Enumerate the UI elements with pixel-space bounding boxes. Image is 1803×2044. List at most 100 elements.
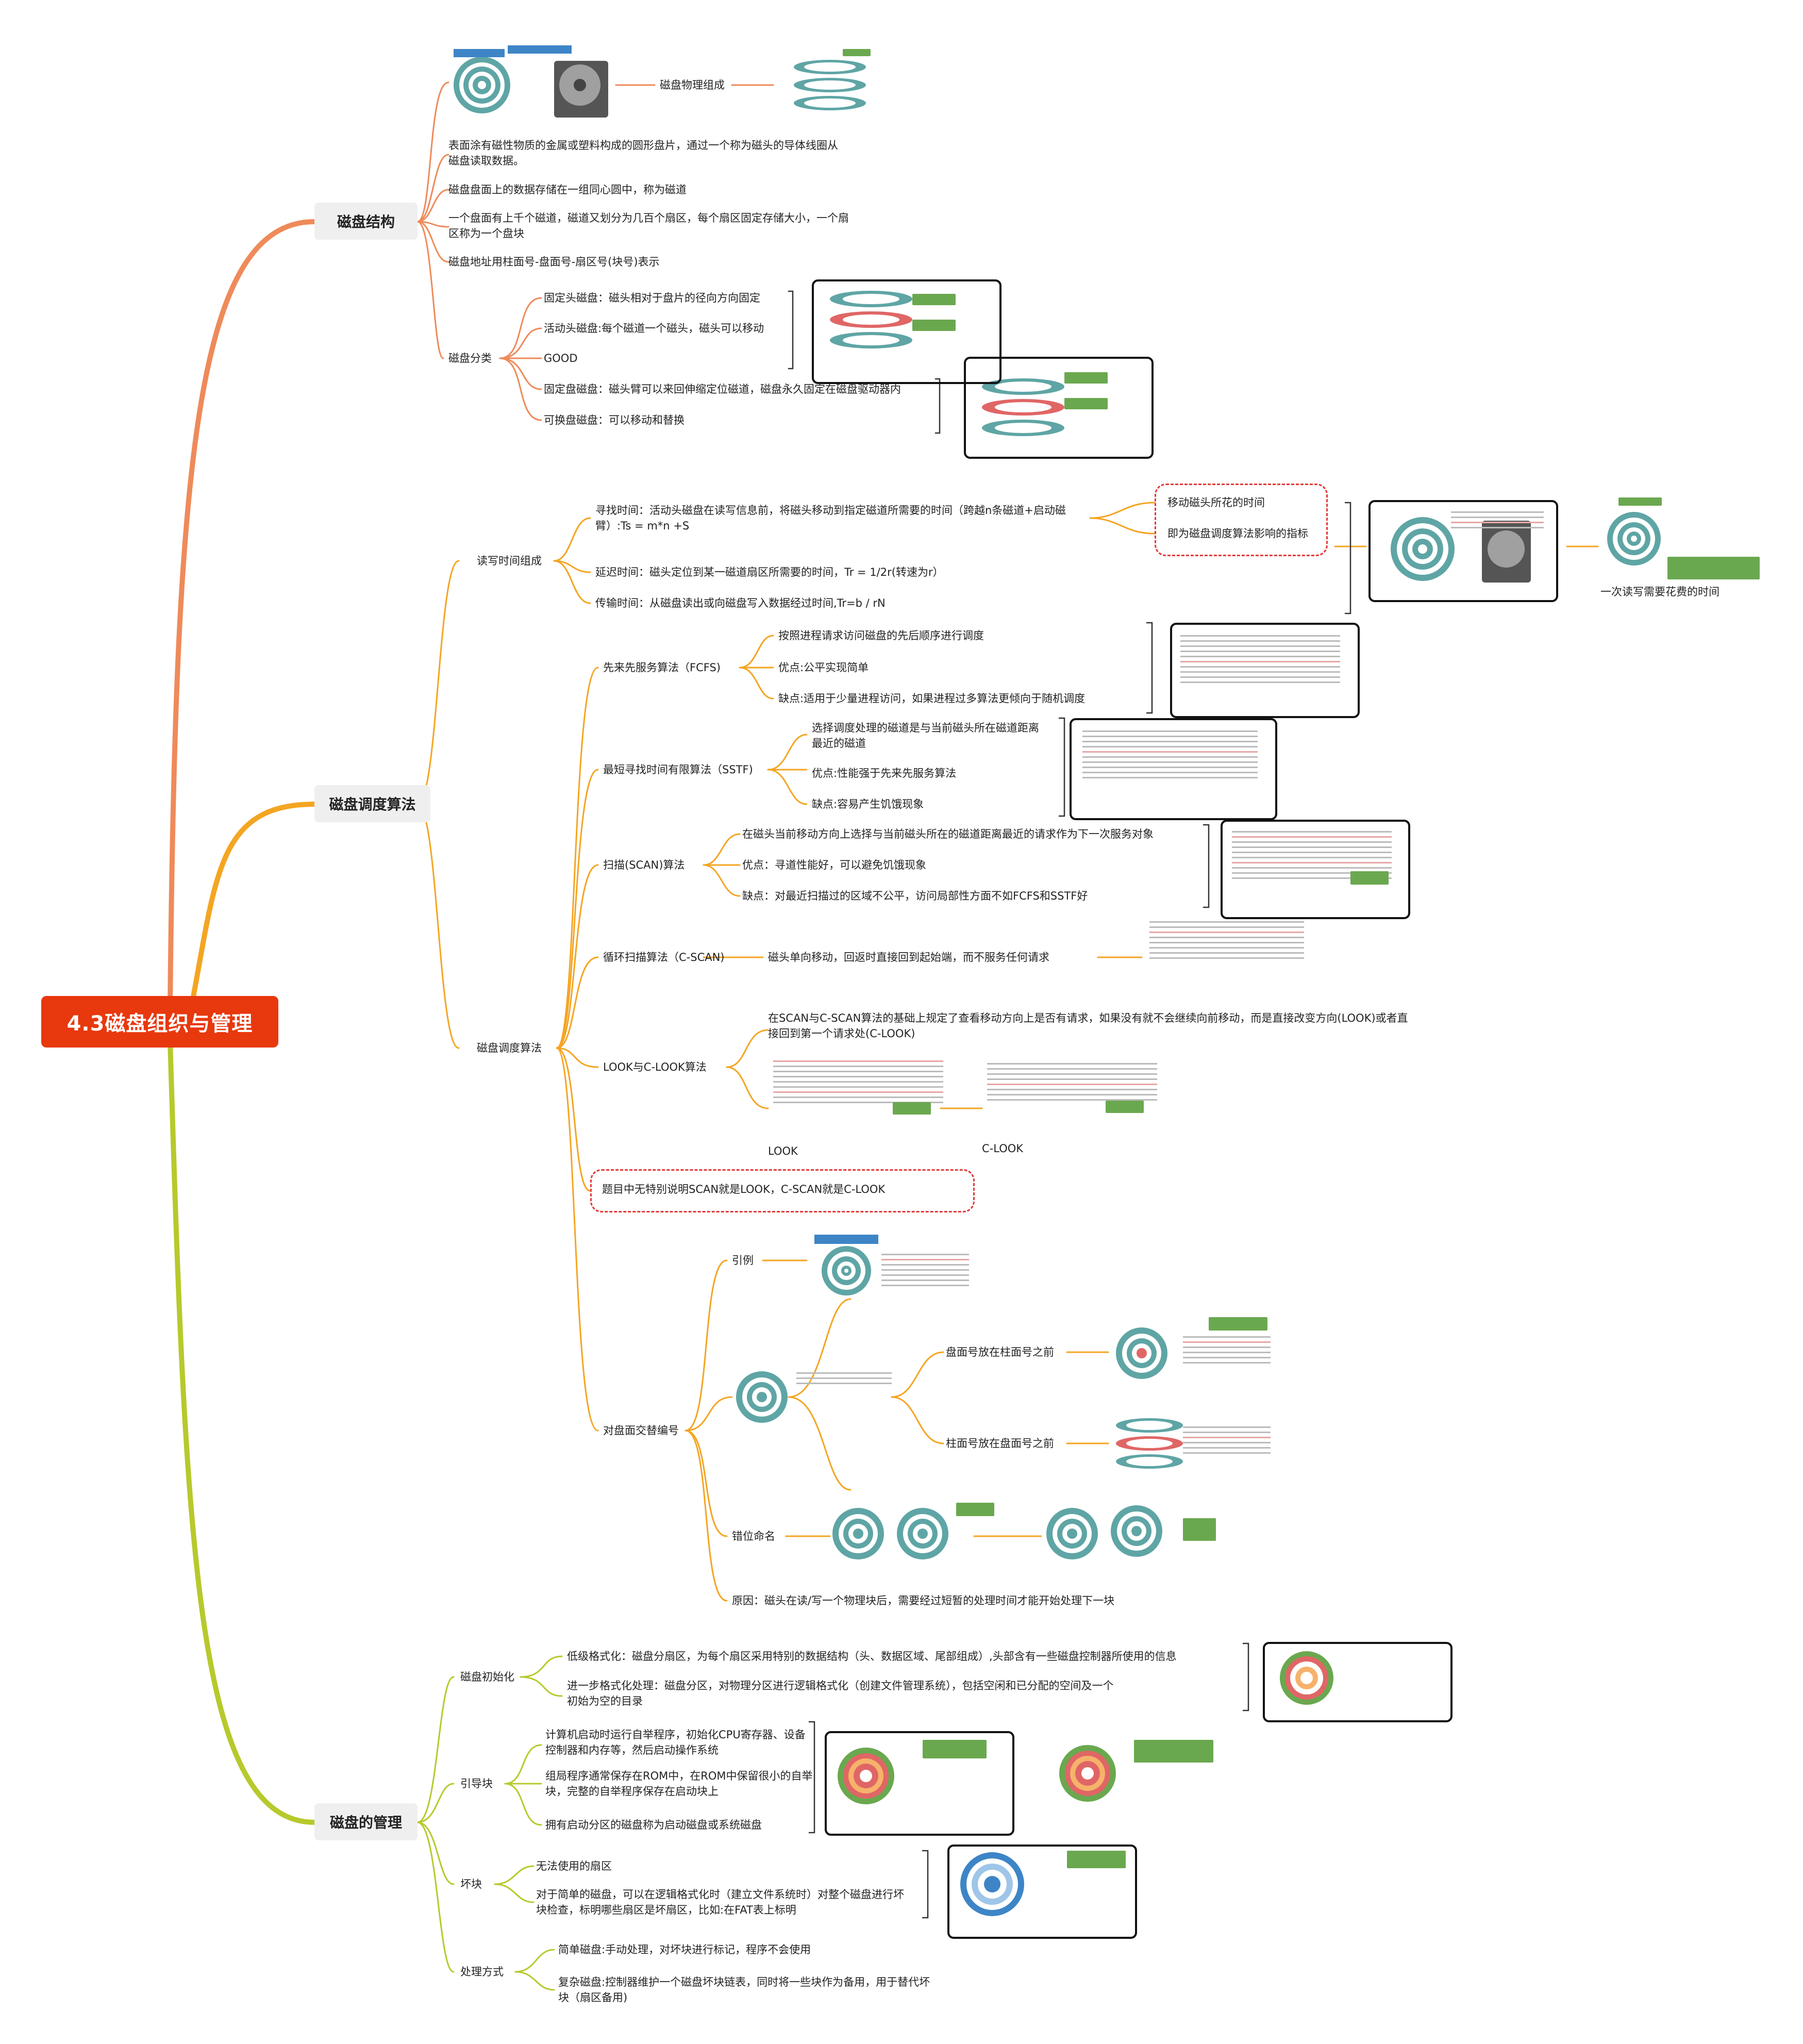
surface-desc[interactable]: 表面涂有磁性物质的金属或塑料构成的圆形盘片，通过一个称为磁头的导体线圈从磁盘读取… (448, 139, 838, 167)
fcfs-item[interactable]: 优点:公平实现简单 (778, 661, 869, 674)
numbering-example[interactable]: 引例 (732, 1254, 754, 1267)
image-box-classify-2 (964, 357, 1154, 459)
image-box-bad (947, 1844, 1137, 1939)
note-chip (912, 294, 956, 305)
platter-text (1183, 1333, 1271, 1367)
note-chip (1064, 372, 1108, 384)
note-chip (1183, 1518, 1216, 1541)
c-scan-desc[interactable]: 磁头单向移动，回返时直接回到起始端，而不服务任何请求 (768, 951, 1049, 963)
scan-look-note[interactable]: 题目中无特别说明SCAN就是LOOK，C-SCAN就是C-LOOK (602, 1183, 886, 1195)
look-c-look[interactable]: LOOK与C-LOOK算法 (603, 1061, 707, 1073)
image-box-fcfs (1170, 623, 1360, 718)
disk-init[interactable]: 磁盘初始化 (460, 1671, 514, 1683)
cylinder-first[interactable]: 柱面号放在盘面号之前 (946, 1437, 1054, 1450)
fcfs-item[interactable]: 按照进程请求访问磁盘的先后顺序进行调度 (778, 629, 984, 642)
note-chip (893, 1102, 931, 1115)
boot-item[interactable]: 组局程序通常保存在ROM中，在ROM中保留很小的自举块，完整的自举程序保存在启动… (545, 1770, 813, 1798)
note-chip (1667, 557, 1760, 579)
note-chip (1064, 398, 1108, 409)
sstf-item[interactable]: 缺点:容易产生饥饿现象 (812, 798, 924, 810)
bad-block[interactable]: 坏块 (460, 1878, 482, 1890)
sector-desc[interactable]: 一个盘面有上千个磁道，磁道又划分为几百个扇区，每个扇区固定存储大小，一个扇区称为… (448, 212, 849, 240)
fcfs[interactable]: 先来先服务算法（FCFS) (603, 661, 721, 674)
topic-disk-structure[interactable]: 磁盘结构 (314, 203, 418, 240)
note-chip (843, 49, 871, 56)
note-chip (912, 320, 956, 331)
classify-item[interactable]: 活动头磁盘:每个磁道一个磁头，磁头可以移动 (544, 322, 764, 335)
alternate-numbering[interactable]: 对盘面交替编号 (603, 1424, 679, 1437)
look-desc[interactable]: 在SCAN与C-SCAN算法的基础上规定了查看移动方向上是否有请求，如果没有就不… (768, 1012, 1408, 1040)
low-level-format[interactable]: 低级格式化：磁盘分扇区，为每个扇区采用特别的数据结构（头、数据区域、尾部组成）,… (567, 1650, 1177, 1663)
note-chip (956, 1503, 994, 1516)
image-box-init (1263, 1642, 1453, 1722)
seek-time[interactable]: 寻找时间：活动头磁盘在读写信息前，将磁头移动到指定磁道所需要的时间（跨越n条磁道… (595, 504, 1066, 532)
high-level-format[interactable]: 进一步格式化处理：磁盘分区，对物理分区进行逻辑格式化（创建文件管理系统），包括空… (567, 1680, 1114, 1707)
delay-time[interactable]: 延迟时间：磁头定位到某一磁道扇区所需要的时间，Tr = 1/2r(转速为r） (595, 566, 944, 578)
sstf-item[interactable]: 优点:性能强于先来先服务算法 (812, 767, 957, 779)
cylinder-text (1183, 1423, 1271, 1457)
classify-item[interactable]: 固定盘磁盘：磁头臂可以来回伸缩定位磁道，磁盘永久固定在磁盘驱动器内 (544, 383, 901, 395)
rw-time[interactable]: 读写时间组成 (477, 555, 542, 567)
root-topic[interactable]: 4.3磁盘组织与管理 (41, 996, 278, 1048)
boot-item[interactable]: 拥有启动分区的磁盘称为启动磁盘或系统磁盘 (545, 1819, 762, 1831)
note-chip (1067, 1851, 1126, 1868)
bad-item[interactable]: 无法使用的扇区 (536, 1860, 612, 1872)
note-chip (1209, 1317, 1267, 1331)
c-scan[interactable]: 循环扫描算法（C-SCAN) (603, 951, 725, 963)
disk-classify[interactable]: 磁盘分类 (448, 352, 492, 364)
scan-item[interactable]: 优点：寻道性能好，可以避免饥饿现象 (742, 859, 926, 871)
scan-look-note-box (590, 1169, 975, 1212)
address-desc[interactable]: 磁盘地址用柱面号-盘面号-扇区号(块号)表示 (448, 256, 660, 268)
seek-note[interactable]: 移动磁头所花的时间 (1167, 496, 1265, 509)
seek-note[interactable]: 即为磁盘调度算法影响的指标 (1167, 527, 1308, 540)
image-box-rw-time (1368, 500, 1558, 602)
boot-block[interactable]: 引导块 (460, 1777, 493, 1790)
scheduling-algorithms[interactable]: 磁盘调度算法 (477, 1042, 542, 1054)
disk-illustrations (454, 57, 1661, 1916)
look-text (773, 1057, 943, 1107)
scan-item[interactable]: 在磁头当前移动方向上选择与当前磁头所在的磁道距离最近的请求作为下一次服务对象 (742, 828, 1154, 840)
bad-item[interactable]: 对于简单的磁盘，可以在逻辑格式化时（建立文件系统时）对整个磁盘进行坏块检查，标明… (536, 1888, 904, 1916)
one-read-time[interactable]: 一次读写需要花费的时间 (1600, 586, 1719, 598)
sstf[interactable]: 最短寻找时间有限算法（SSTF) (603, 763, 753, 776)
note-chip (1106, 1101, 1144, 1113)
note-chip (1618, 497, 1662, 506)
rw-time-text (1451, 508, 1544, 532)
numbering-text (796, 1369, 892, 1388)
sstf-item[interactable]: 选择调度处理的磁道是与当前磁头所在磁道距离最近的磁道 (812, 722, 1039, 750)
scan-item[interactable]: 缺点：对最近扫描过的区域不公平，访问局部性方面不如FCFS和SSTF好 (742, 890, 1088, 902)
cscan-text (1149, 918, 1304, 962)
transfer-time[interactable]: 传输时间：从磁盘读出或向磁盘写入数据经过时间,Tr=b / rN (595, 597, 886, 609)
clook-text (987, 1059, 1157, 1104)
classify-item[interactable]: 固定头磁盘：磁头相对于盘片的径向方向固定 (544, 292, 760, 304)
numbering-reason[interactable]: 原因：磁头在读/写一个物理块后，需要经过短暂的处理时间才能开始处理下一块 (732, 1594, 1115, 1607)
topic-disk-scheduling[interactable]: 磁盘调度算法 (314, 785, 430, 822)
boot-item[interactable]: 计算机启动时运行自举程序，初始化CPU寄存器、设备控制器和内存等，然后启动操作系… (545, 1729, 806, 1756)
physical-composition[interactable]: 磁盘物理组成 (660, 79, 725, 91)
topic-disk-management[interactable]: 磁盘的管理 (314, 1803, 418, 1840)
handling[interactable]: 处理方式 (460, 1966, 504, 1978)
label-chip (508, 45, 572, 54)
look-caption: LOOK (768, 1145, 798, 1157)
c-look-caption: C-LOOK (982, 1142, 1024, 1155)
platter-first[interactable]: 盘面号放在柱面号之前 (946, 1346, 1054, 1358)
label-chip (814, 1235, 878, 1244)
scan[interactable]: 扫描(SCAN)算法 (603, 859, 685, 871)
image-box-boot (825, 1731, 1014, 1836)
classify-item[interactable]: 可换盘磁盘：可以移动和替换 (544, 414, 685, 426)
example-text (881, 1250, 969, 1290)
classify-item[interactable]: GOOD (544, 352, 578, 364)
note-chip (923, 1740, 987, 1758)
fcfs-item[interactable]: 缺点:适用于少量进程访问，如果进程过多算法更倾向于随机调度 (778, 692, 1086, 705)
image-box-sstf (1070, 718, 1277, 820)
sstf-text (1082, 727, 1258, 782)
handle-item[interactable]: 复杂磁盘:控制器维护一个磁盘坏块链表，同时将一些块作为备用，用于替代坏块（扇区备… (558, 1976, 930, 2004)
staggered-naming[interactable]: 错位命名 (732, 1530, 775, 1542)
scan-text (1232, 827, 1392, 883)
label-chip (454, 49, 505, 57)
handle-item[interactable]: 简单磁盘:手动处理，对坏块进行标记，程序不会使用 (558, 1943, 811, 1956)
note-chip (1134, 1740, 1213, 1763)
track-desc[interactable]: 磁盘盘面上的数据存储在一组同心圆中，称为磁道 (448, 184, 687, 196)
